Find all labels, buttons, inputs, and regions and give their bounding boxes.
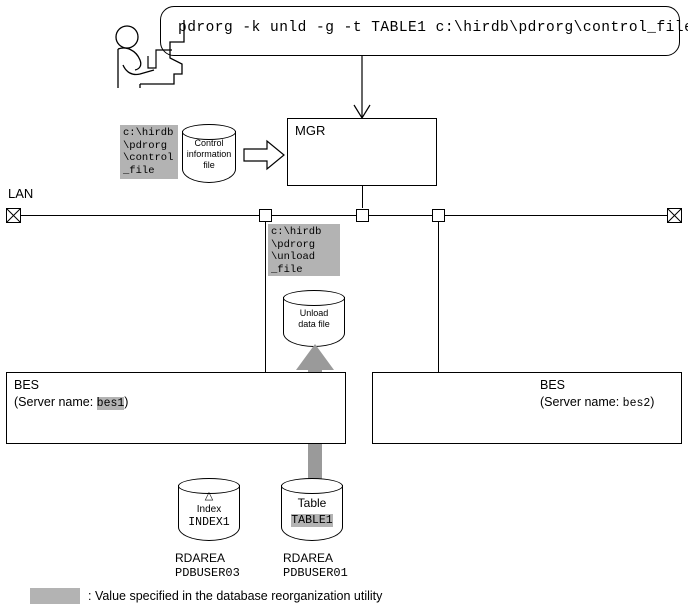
lan-bus-line bbox=[14, 215, 674, 216]
bes2-server-name-prefix: (Server name: bbox=[540, 395, 623, 409]
legend-swatch bbox=[30, 588, 80, 604]
control-file-to-mgr-arrow-icon bbox=[243, 139, 285, 171]
index-rdarea-label: RDAREA bbox=[175, 551, 226, 565]
lan-node-mgr bbox=[356, 209, 369, 222]
index-symbol-icon: △ bbox=[204, 490, 214, 502]
lan-terminator-left-icon bbox=[6, 208, 21, 223]
operator-person-icon bbox=[115, 20, 185, 88]
balloon-tail-icon bbox=[147, 49, 172, 69]
bes2-server-name-suffix: ) bbox=[650, 395, 655, 409]
bes1-server-name-line: (Server name: bes1) bbox=[14, 394, 128, 412]
bes1-box bbox=[6, 372, 346, 444]
index-rdarea-name: PDBUSER03 bbox=[175, 566, 240, 580]
bes1-server-name-prefix: (Server name: bbox=[14, 395, 97, 409]
table-rdarea-cylinder: Table TABLE1 bbox=[281, 478, 343, 541]
lan-node-bes1 bbox=[259, 209, 272, 222]
bes2-box bbox=[372, 372, 682, 444]
index-rdarea-cylinder: △ Index INDEX1 bbox=[178, 478, 240, 541]
unload-file-path: c:\hirdb \pdrorg \unload _file bbox=[268, 224, 340, 276]
lan-node-bes2 bbox=[432, 209, 445, 222]
legend-text: : Value specified in the database reorga… bbox=[88, 589, 383, 603]
command-text: pdrorg -k unld -g -t TABLE1 c:\hirdb\pdr… bbox=[178, 20, 688, 36]
table-name-label: TABLE1 bbox=[291, 514, 333, 527]
table-kind-label: Table bbox=[297, 496, 327, 510]
command-to-mgr-arrow-icon bbox=[353, 55, 371, 119]
index-name-label: INDEX1 bbox=[188, 516, 230, 529]
lan-terminator-right-icon bbox=[667, 208, 682, 223]
table-name-wrap: TABLE1 bbox=[281, 514, 343, 527]
control-information-file-cylinder: Control information file bbox=[182, 124, 236, 183]
command-balloon bbox=[160, 6, 680, 56]
table-rdarea-name: PDBUSER01 bbox=[283, 566, 348, 580]
bes2-lan-drop-line bbox=[438, 222, 439, 372]
index-kind-label: Index bbox=[196, 504, 222, 515]
control-information-file-label: Control information file bbox=[186, 138, 232, 170]
bes2-server-name-value: bes2 bbox=[622, 397, 651, 410]
bes1-type-label: BES bbox=[14, 378, 40, 392]
bes2-server-name-line: (Server name: bes2) bbox=[540, 394, 654, 412]
unload-data-file-label: Unload data file bbox=[298, 308, 330, 329]
mgr-lan-connector-line bbox=[362, 186, 363, 208]
control-file-path: c:\hirdb \pdrorg \control _file bbox=[120, 125, 178, 179]
bes1-server-name-suffix: ) bbox=[124, 395, 129, 409]
mgr-label: MGR bbox=[295, 123, 326, 138]
bes1-server-name-value: bes1 bbox=[96, 397, 125, 410]
table-rdarea-label: RDAREA bbox=[283, 551, 334, 565]
lan-label: LAN bbox=[8, 186, 34, 201]
bes1-lan-drop-line bbox=[265, 222, 266, 372]
bes2-type-label: BES bbox=[540, 378, 566, 392]
unload-data-file-cylinder: Unload data file bbox=[283, 290, 345, 347]
